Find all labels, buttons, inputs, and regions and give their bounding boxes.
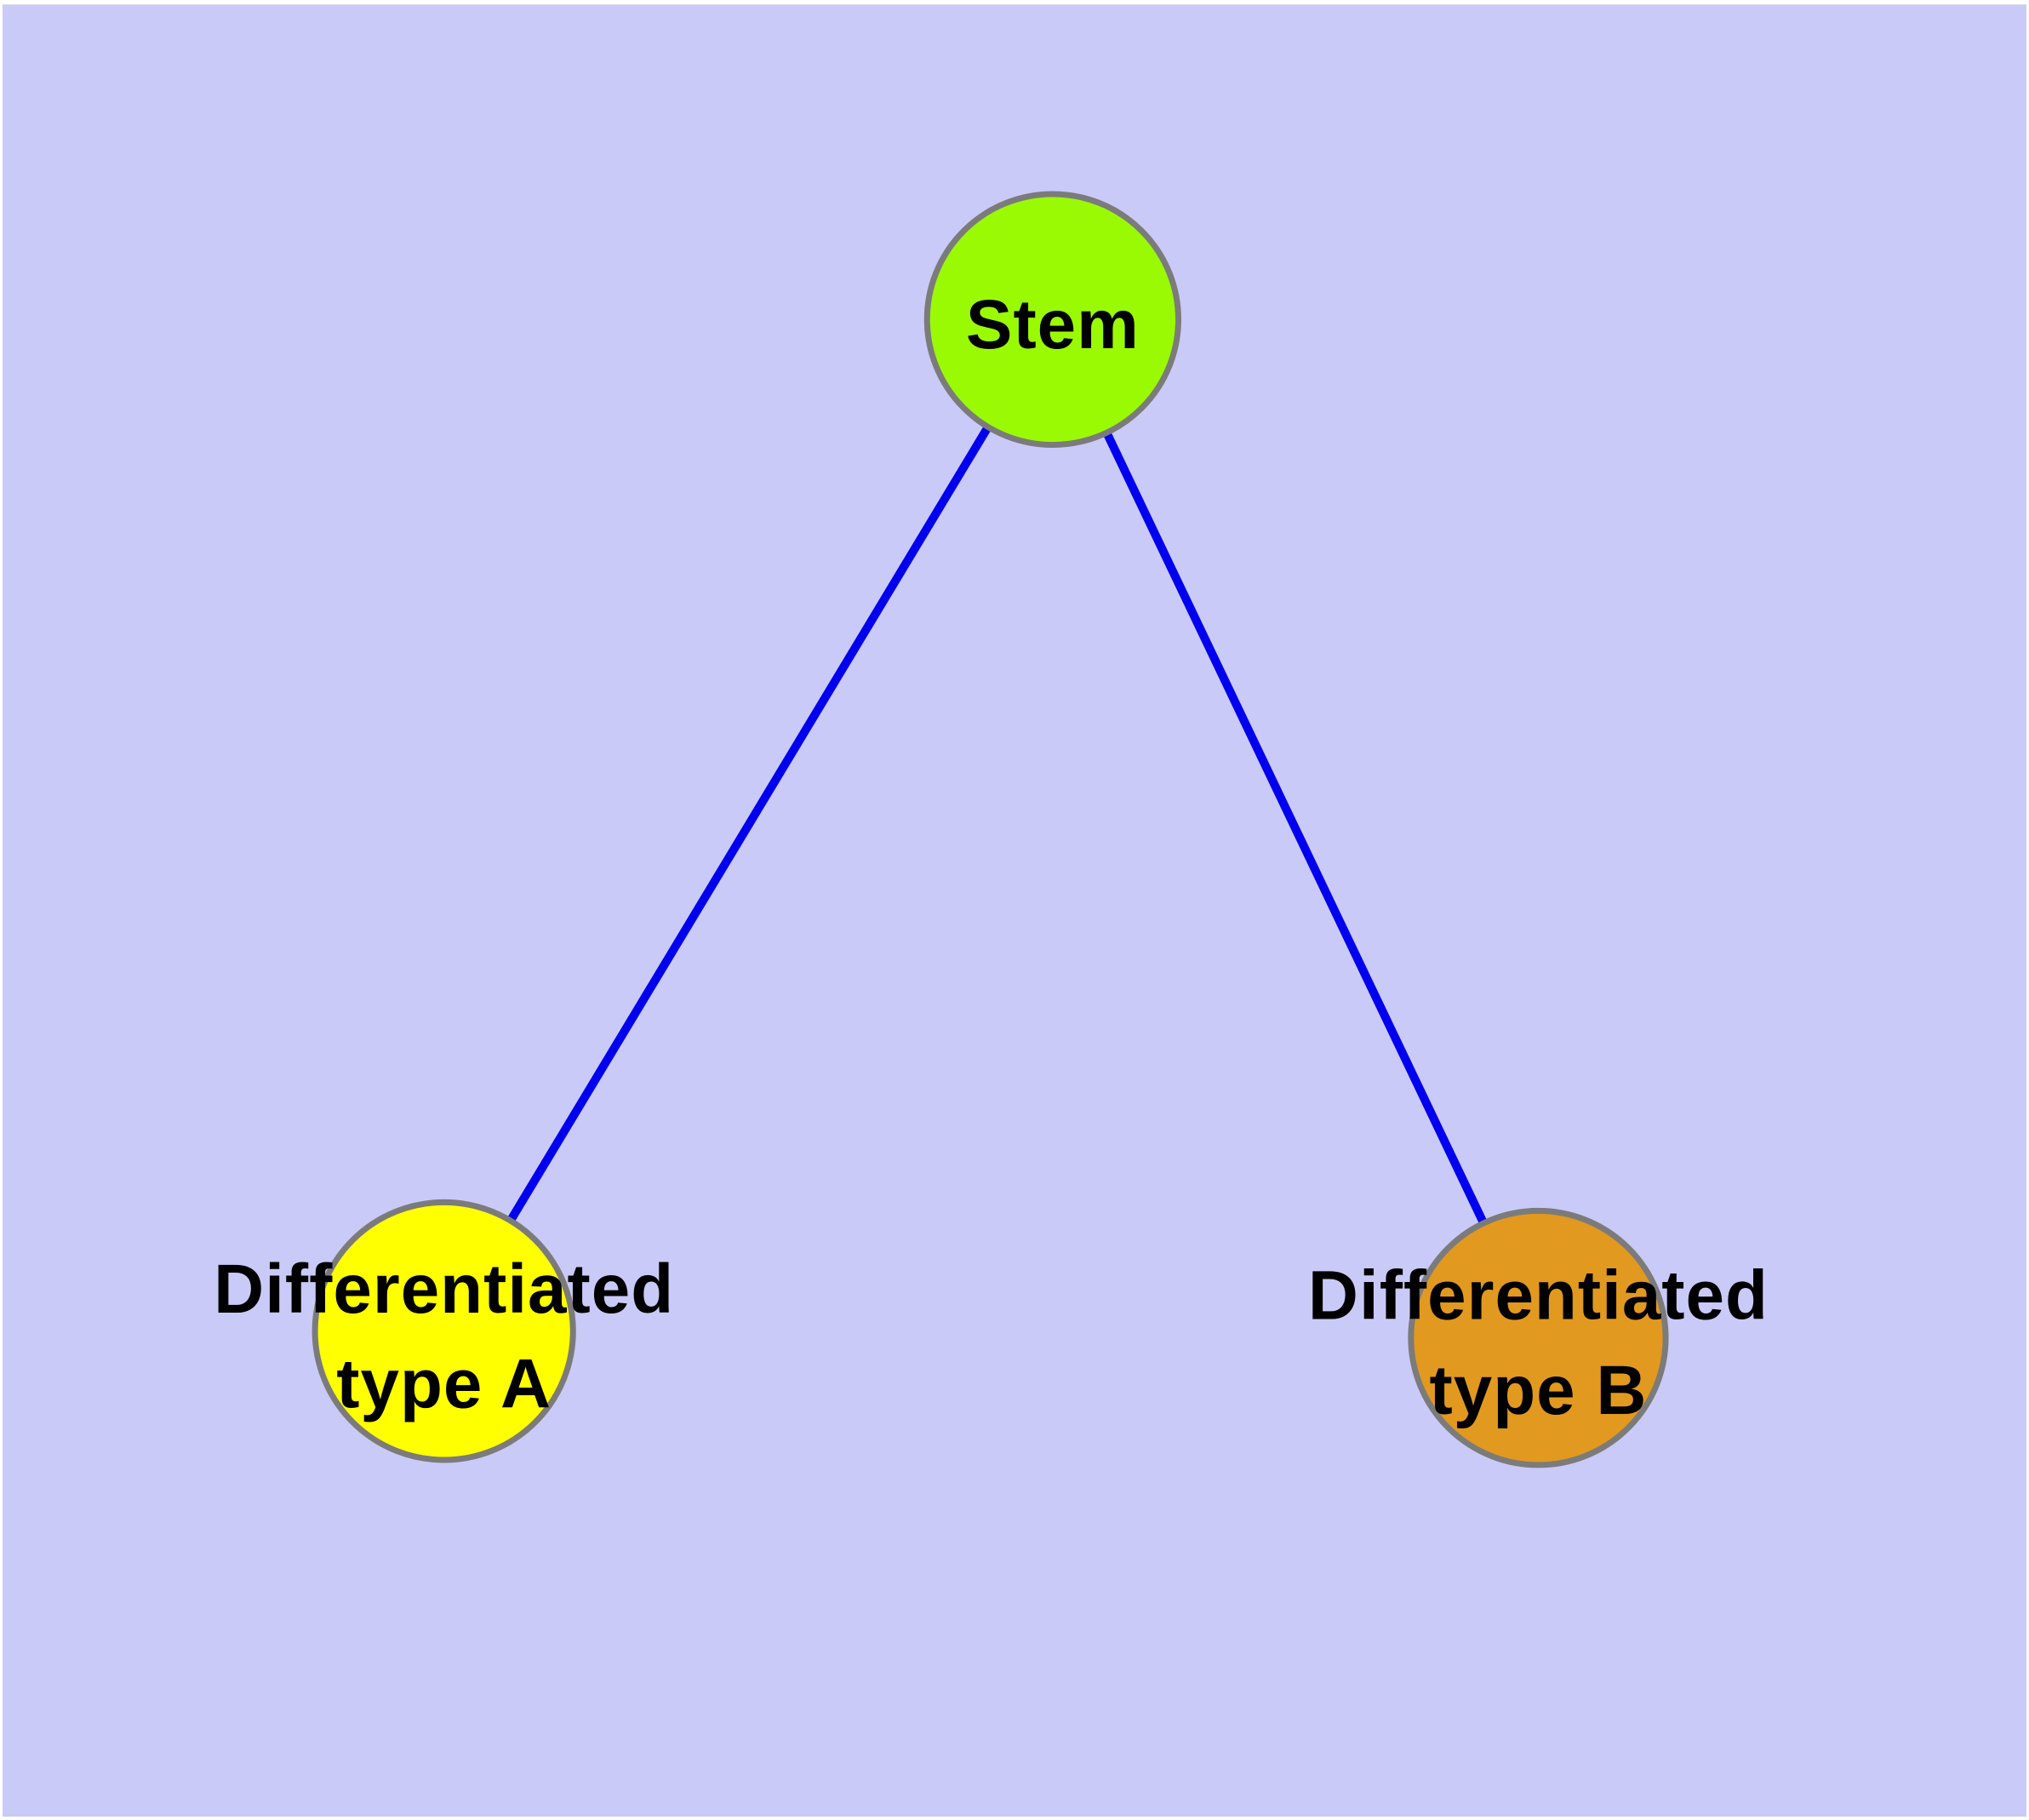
node-differentiated-type-b-label-line-1: Differentiated [1308,1257,1769,1335]
node-differentiated-type-b-label: Differentiated type B [1308,1257,1769,1429]
node-differentiated-type-a-circle [311,1199,576,1463]
edge-stem-to-differentiated-type-b [1049,318,1542,1340]
edge-stem-to-differentiated-type-a [440,317,1057,1334]
node-differentiated-type-a-label-line-1: Differentiated [214,1251,674,1328]
node-stem-label: Stem [966,286,1140,363]
node-stem-circle [923,191,1182,449]
node-differentiated-type-a-label-line-2: type A [336,1345,552,1422]
node-differentiated-type-b-circle [1408,1207,1669,1468]
node-stem-label-line-1: Stem [966,286,1140,363]
node-differentiated-type-a-label: Differentiated type A [214,1251,674,1422]
nodes-layer [311,191,1669,1468]
edges-layer [440,317,1542,1340]
node-differentiated-type-b-label-line-2: type B [1429,1352,1647,1429]
